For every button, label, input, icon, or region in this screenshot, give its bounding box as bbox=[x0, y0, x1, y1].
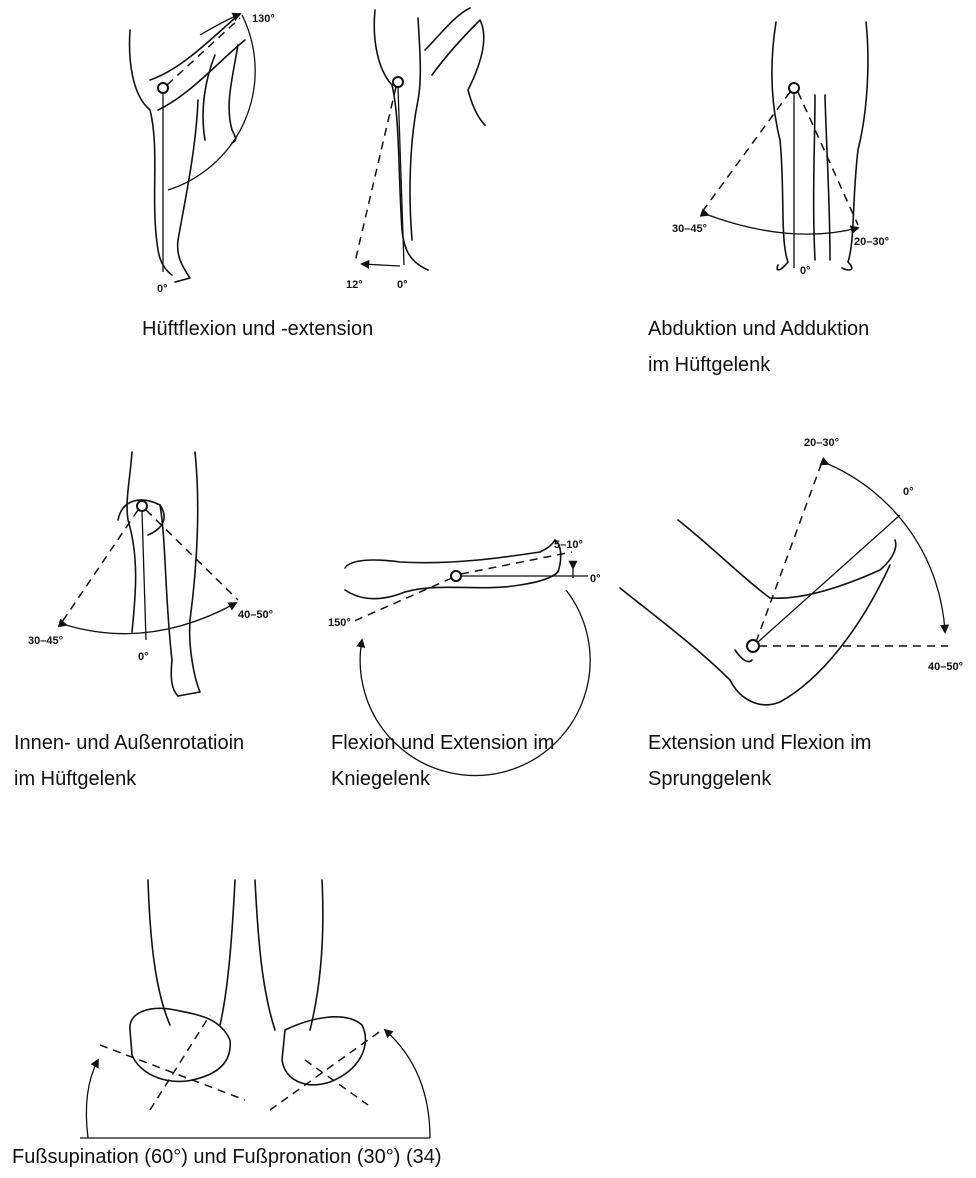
caption-hip-flexion-line1: Hüftflexion und -extension bbox=[142, 318, 373, 340]
caption-hip-rotation-line2: im Hüftgelenk bbox=[14, 761, 244, 797]
ankle-zero-label: 0° bbox=[903, 486, 914, 498]
hip-flexion-figure: 130° 0° bbox=[130, 13, 275, 295]
ankle-flexion-angle: 40–50° bbox=[928, 661, 963, 673]
hip-external-rotation-angle: 40–50° bbox=[238, 609, 273, 621]
foot-figure bbox=[80, 880, 430, 1138]
caption-knee-line1: Flexion und Extension im bbox=[331, 725, 554, 761]
caption-knee-line2: Kniegelenk bbox=[331, 761, 554, 797]
hip-adduction-angle: 20–30° bbox=[854, 236, 889, 248]
ankle-figure: 20–30° 0° 40–50° bbox=[620, 437, 963, 705]
knee-hyperextension-angle: 5–10° bbox=[554, 539, 583, 551]
caption-foot-line1: Fußsupination (60°) und Fußpronation (30… bbox=[12, 1146, 442, 1168]
hip-flexion-zero-label: 0° bbox=[157, 283, 168, 295]
caption-knee: Flexion und Extension im Kniegelenk bbox=[331, 725, 554, 797]
hip-extension-zero-label: 0° bbox=[397, 279, 408, 291]
hip-abduction-angle: 30–45° bbox=[672, 223, 707, 235]
hip-flexion-angle: 130° bbox=[252, 13, 275, 25]
hip-abduction-zero-label: 0° bbox=[800, 265, 811, 277]
ankle-extension-angle: 20–30° bbox=[804, 437, 839, 449]
caption-hip-abduction-line1: Abduktion und Adduktion bbox=[648, 311, 869, 347]
caption-hip-flexion: Hüftflexion und -extension bbox=[142, 311, 373, 347]
hip-rotation-figure: 30–45° 40–50° 0° bbox=[28, 452, 273, 696]
knee-zero-label: 0° bbox=[590, 573, 601, 585]
hip-extension-figure: 12° 0° bbox=[346, 8, 485, 291]
hip-internal-rotation-angle: 30–45° bbox=[28, 635, 63, 647]
caption-foot: Fußsupination (60°) und Fußpronation (30… bbox=[12, 1139, 442, 1175]
hip-extension-angle: 12° bbox=[346, 279, 363, 291]
caption-hip-rotation: Innen- und Außenrotatioin im Hüftgelenk bbox=[14, 725, 244, 797]
caption-hip-rotation-line1: Innen- und Außenrotatioin bbox=[14, 725, 244, 761]
caption-ankle: Extension und Flexion im Sprunggelenk bbox=[648, 725, 871, 797]
caption-ankle-line2: Sprunggelenk bbox=[648, 761, 871, 797]
hip-rotation-zero-label: 0° bbox=[138, 651, 149, 663]
caption-hip-abduction: Abduktion und Adduktion im Hüftgelenk bbox=[648, 311, 869, 383]
caption-ankle-line1: Extension und Flexion im bbox=[648, 725, 871, 761]
caption-hip-abduction-line2: im Hüftgelenk bbox=[648, 347, 869, 383]
hip-abduction-figure: 30–45° 20–30° 0° bbox=[672, 22, 889, 277]
knee-flexion-angle: 150° bbox=[328, 617, 351, 629]
